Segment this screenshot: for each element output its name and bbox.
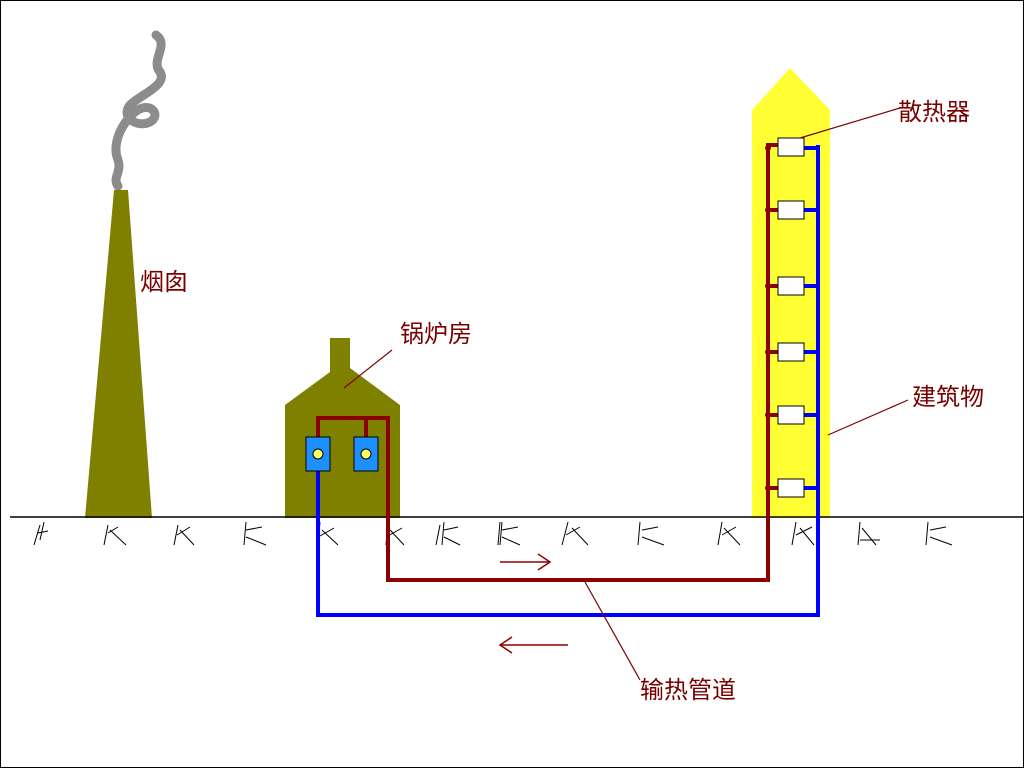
radiator [777, 405, 805, 425]
radiator [777, 342, 805, 362]
chimney [85, 190, 152, 518]
building-label: 建筑物 [912, 383, 984, 411]
boiler-unit-right [353, 436, 379, 472]
flow-arrow-right [500, 553, 552, 571]
radiator [777, 200, 805, 220]
hot-pipe-joints [765, 145, 771, 491]
boiler-room-label: 锅炉房 [400, 320, 472, 348]
chimney-label: 烟囱 [140, 268, 188, 296]
hot-supply-pipe [316, 143, 778, 582]
radiator [777, 276, 805, 296]
leader-lines [343, 107, 909, 681]
boiler-house [285, 338, 400, 518]
cold-return-pipe [316, 145, 820, 617]
radiator-label: 散热器 [898, 98, 970, 126]
radiators [777, 137, 805, 498]
pipeline-label: 输热管道 [640, 676, 736, 704]
radiator [777, 137, 805, 157]
ground-hatching [33, 521, 953, 546]
flow-arrow-left [498, 636, 568, 654]
smoke-plume [111, 30, 166, 191]
boiler-unit-left [305, 436, 331, 472]
radiator [777, 478, 805, 498]
